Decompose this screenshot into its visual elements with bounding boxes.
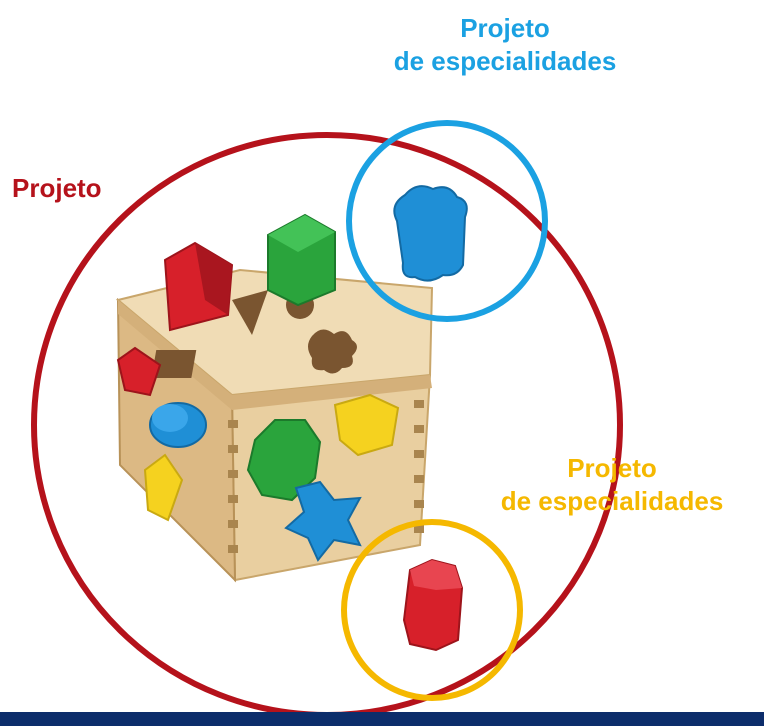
flower-hole bbox=[308, 329, 357, 374]
blue-star-block bbox=[284, 480, 362, 562]
green-square-top bbox=[268, 215, 335, 252]
square-hole bbox=[151, 350, 197, 378]
red-side-block bbox=[116, 346, 162, 397]
top-specialty-label-line2: de especialidades bbox=[393, 46, 617, 76]
dovetail-joints bbox=[228, 400, 424, 553]
yellow-side-block bbox=[143, 453, 184, 522]
footer-bar bbox=[0, 712, 764, 726]
green-hexagon-block bbox=[246, 419, 322, 502]
bottom-specialty-label: Projeto de especialidades bbox=[467, 452, 757, 518]
blue-cylinder-face bbox=[152, 404, 188, 432]
bottom-specialty-label-line2: de especialidades bbox=[500, 486, 724, 516]
bottom-specialty-circle bbox=[341, 519, 523, 701]
shape-sorter-cube bbox=[115, 213, 434, 583]
top-specialty-circle bbox=[346, 120, 548, 322]
triangle-hole bbox=[232, 290, 268, 335]
red-triangle-side bbox=[195, 243, 232, 315]
top-specialty-group bbox=[346, 120, 548, 322]
bottom-specialty-label-line1: Projeto bbox=[567, 453, 657, 483]
top-specialty-label-line1: Projeto bbox=[460, 13, 550, 43]
red-hexagon-top bbox=[410, 560, 462, 590]
bottom-specialty-group bbox=[341, 519, 523, 701]
yellow-front-block bbox=[333, 393, 400, 457]
top-specialty-label: Projeto de especialidades bbox=[370, 12, 640, 78]
main-project-label: Projeto bbox=[12, 173, 102, 203]
blue-flower-piece bbox=[393, 185, 468, 282]
